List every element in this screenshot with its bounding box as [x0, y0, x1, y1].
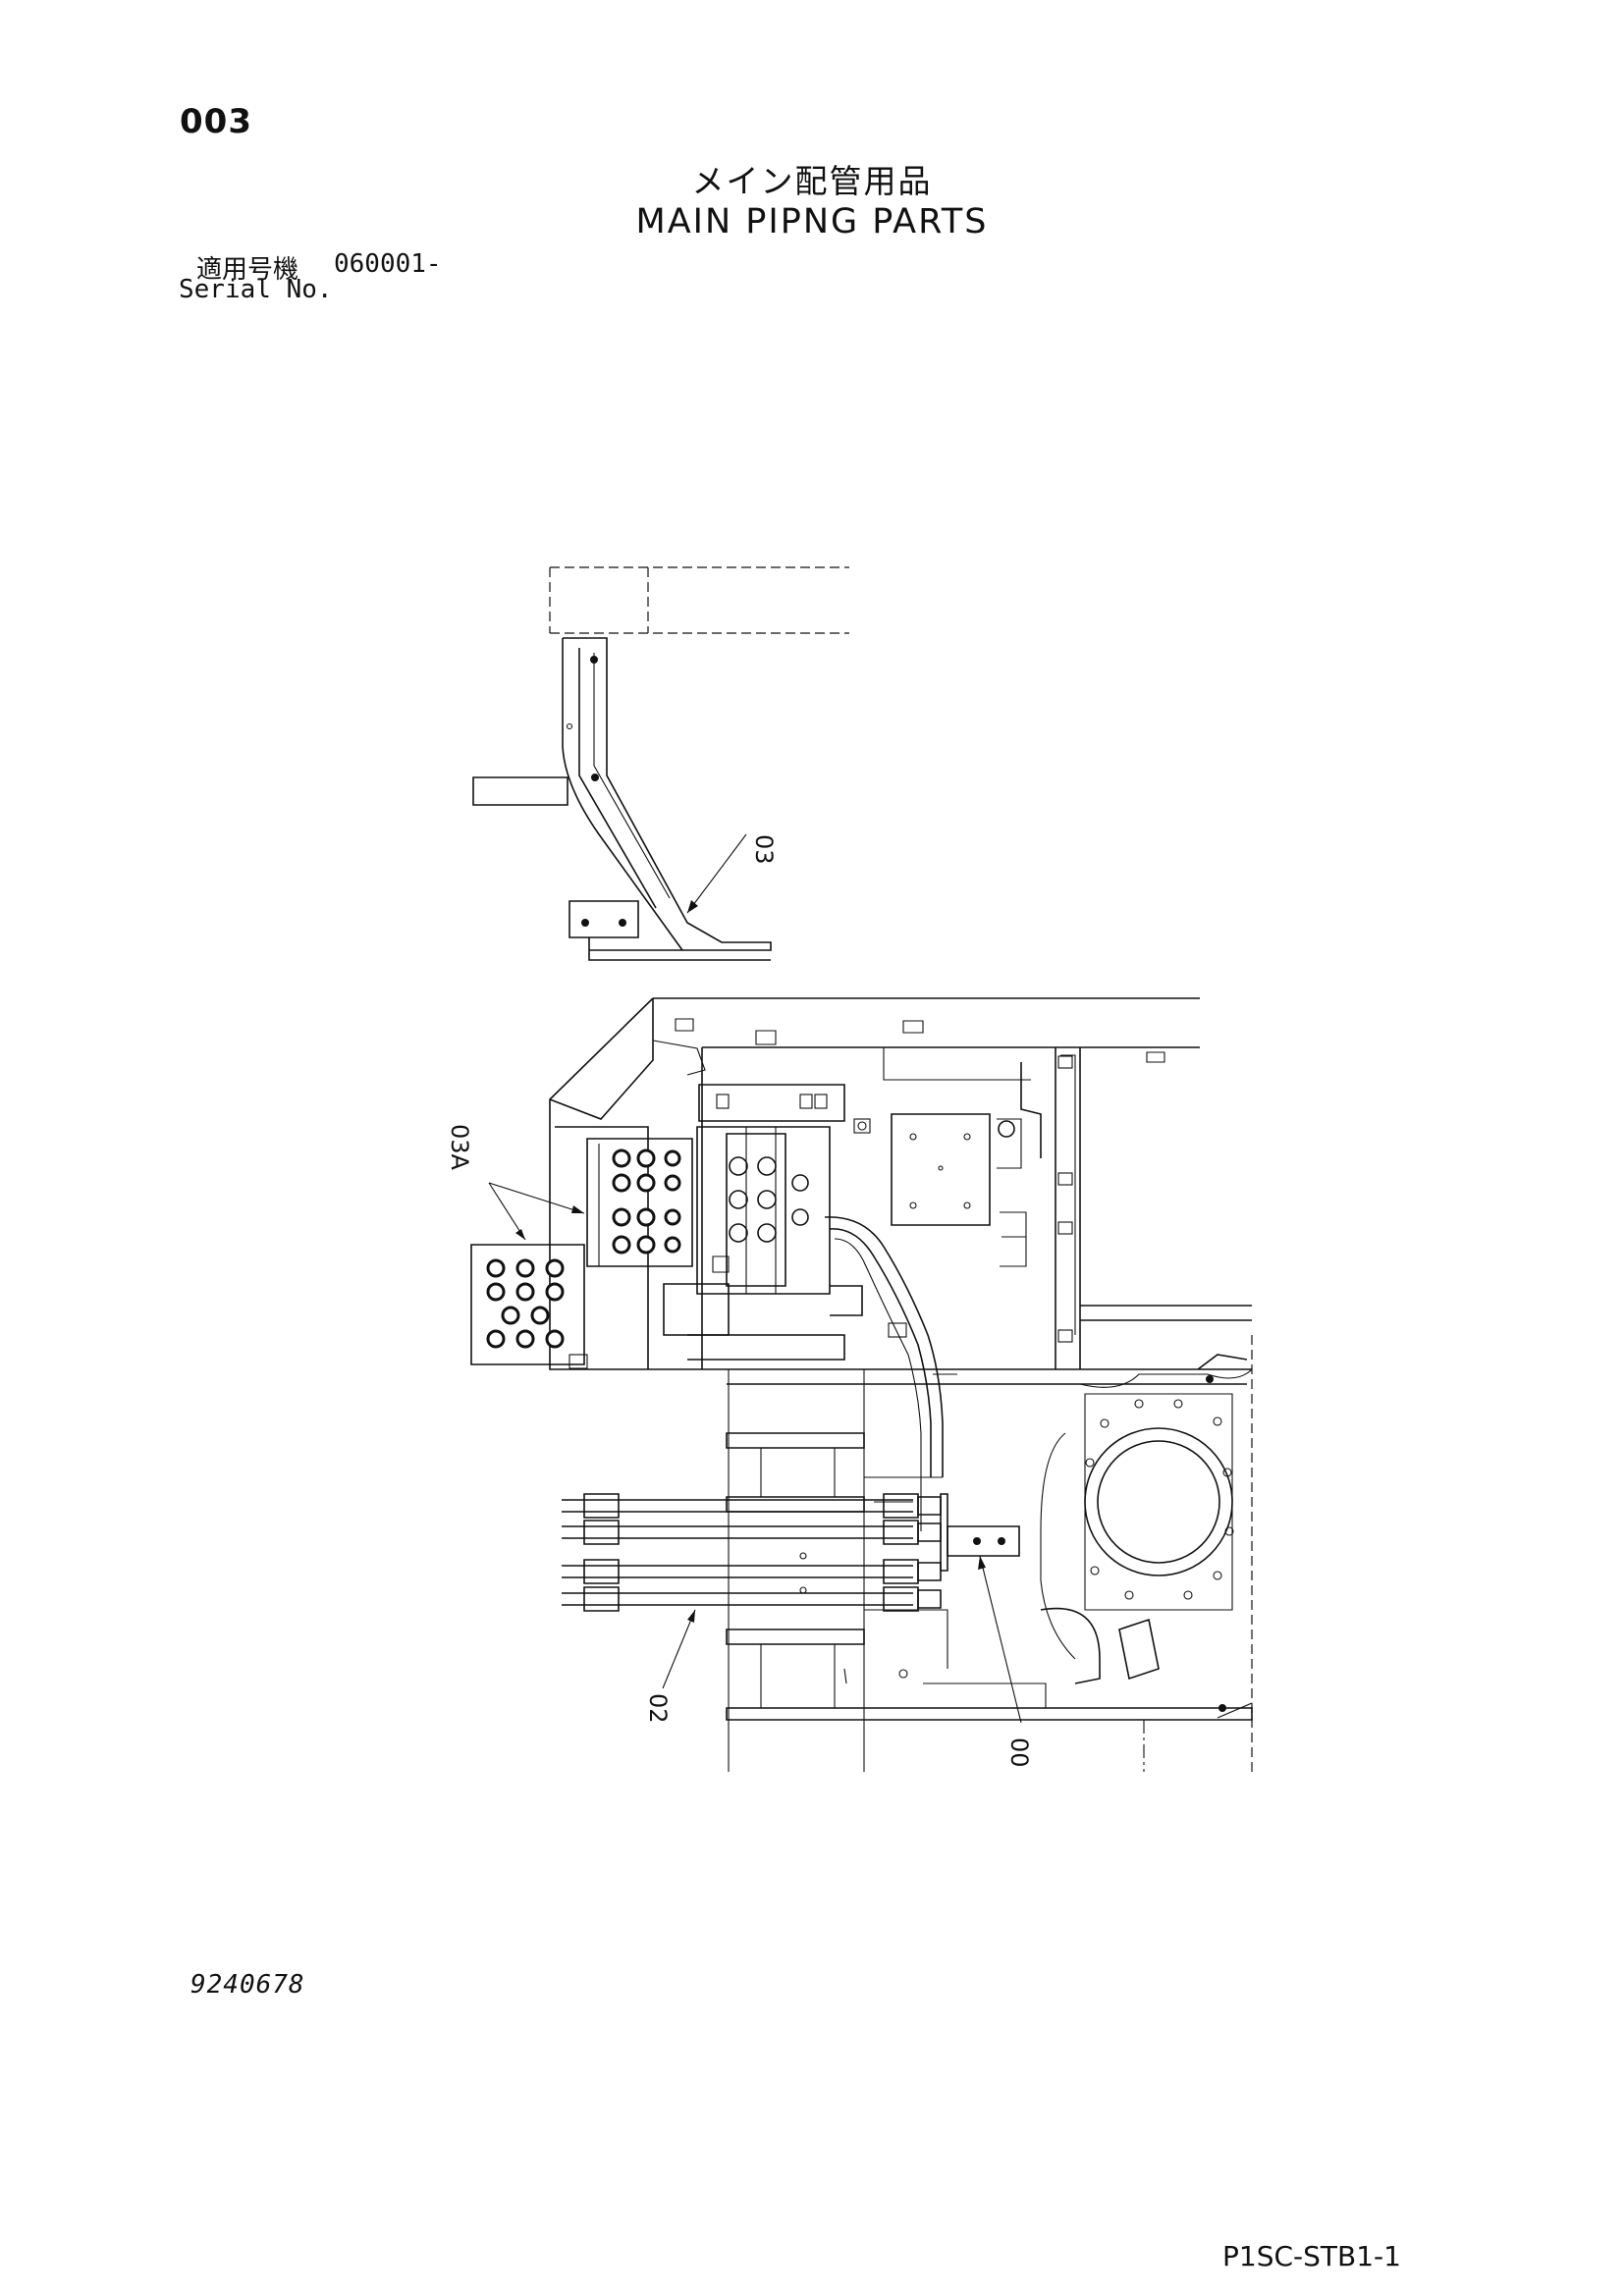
- valve-block: [663, 1084, 907, 1361]
- hose-routing: [824, 1216, 957, 1531]
- callout-03: 03: [750, 834, 778, 865]
- title-english: MAIN PIPNG PARTS: [635, 202, 989, 241]
- main-frame: [549, 997, 1252, 1370]
- callout-03a: 03A: [446, 1124, 473, 1171]
- sheet-code: P1SC-STB1-1: [1222, 2240, 1401, 2272]
- upper-bracket-assembly: [472, 566, 849, 961]
- title-japanese: メイン配管用品: [691, 162, 933, 200]
- drawing-number: 9240678: [190, 1970, 305, 2000]
- callout-00: 00: [1005, 1737, 1033, 1768]
- serial-label-english: Serial No.: [179, 275, 333, 304]
- serial-label-japanese: 適用号機: [196, 255, 299, 285]
- manifold-plates: [470, 1126, 693, 1369]
- swing-circle-area: [1040, 1335, 1253, 1772]
- serial-value: 060001-: [334, 249, 442, 279]
- page-number: 003: [180, 102, 252, 141]
- hose-assemblies: [562, 1493, 1022, 1724]
- callout-02: 02: [644, 1693, 672, 1724]
